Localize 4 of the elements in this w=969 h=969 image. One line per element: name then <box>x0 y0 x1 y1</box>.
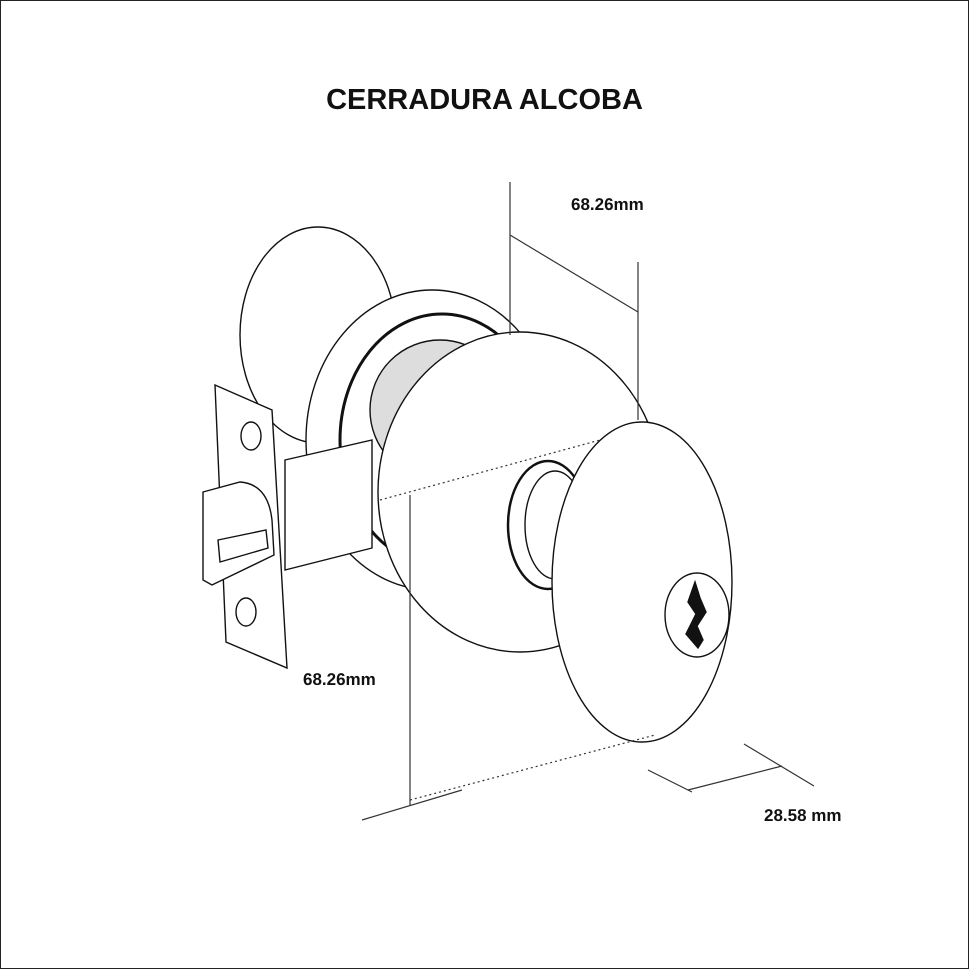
dimension-label: 68.26mm <box>571 195 644 215</box>
dimension-label: 28.58 mm <box>764 806 842 826</box>
title: CERRADURA ALCOBA <box>325 84 644 117</box>
dimension-label: 68.26mm <box>303 670 376 690</box>
